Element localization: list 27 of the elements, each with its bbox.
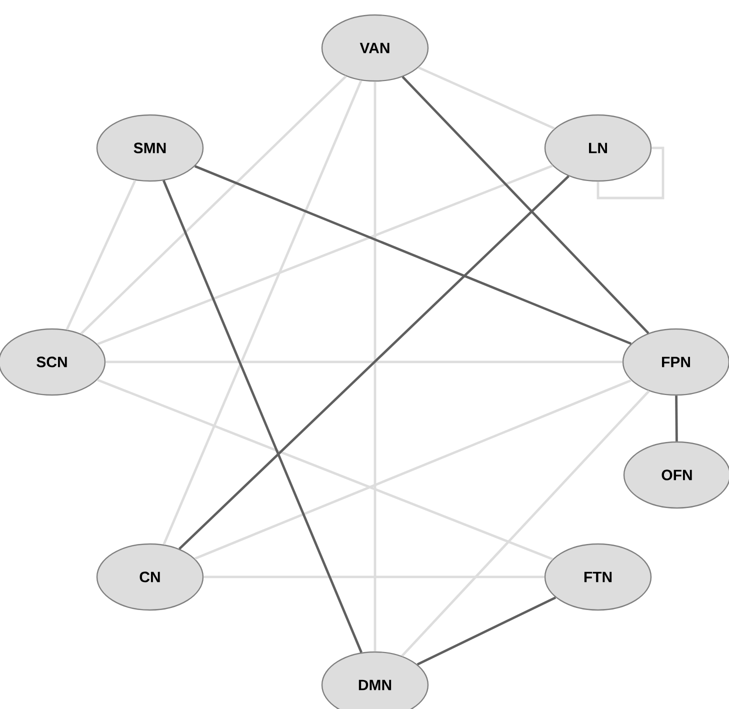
- connector-line: [374, 82, 376, 652]
- connector-line: [596, 146, 664, 200]
- connector-line: [162, 180, 362, 653]
- network-node: DMN: [321, 651, 429, 709]
- connector-line: [204, 576, 544, 578]
- connector-line: [194, 165, 632, 345]
- connector-line: [402, 76, 650, 334]
- network-node: SCN: [0, 328, 106, 396]
- connector-line: [96, 378, 554, 560]
- network-node: SMN: [96, 114, 204, 182]
- connector-line: [66, 180, 136, 330]
- network-node: LN: [544, 114, 652, 182]
- network-node: FPN: [622, 328, 729, 396]
- connector-line: [401, 390, 650, 657]
- connector-line: [97, 164, 553, 346]
- connector-line: [80, 75, 347, 335]
- connector-line: [106, 360, 622, 364]
- network-node: CN: [96, 543, 204, 611]
- network-node: FTN: [544, 543, 652, 611]
- connector-line: [194, 379, 632, 560]
- network-node: VAN: [321, 14, 429, 82]
- connector-line: [675, 396, 678, 442]
- connector-line: [178, 175, 570, 550]
- connector-line: [416, 596, 556, 666]
- connector-line: [418, 66, 555, 130]
- connector-line: [162, 80, 362, 545]
- network-node: OFN: [623, 441, 729, 509]
